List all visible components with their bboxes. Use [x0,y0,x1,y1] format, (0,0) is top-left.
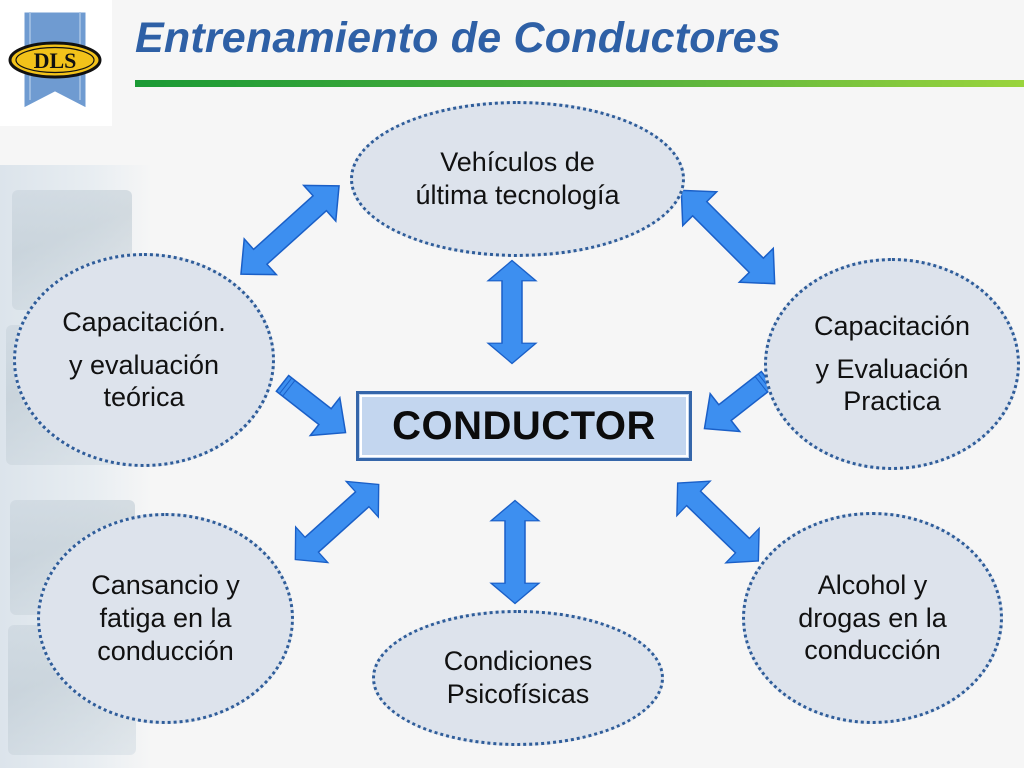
node-right-lower-line-1: Alcohol y [817,569,928,600]
node-right-lower: Alcohol y drogas en la conducción [742,512,1003,724]
arrow-bottom-left [278,465,396,579]
page-title: Entrenamiento de Conductores [135,14,781,62]
node-right-upper-line-1: Capacitación [813,310,971,341]
arrow-top-vertical [487,259,537,365]
node-bottom-line-1: Condiciones [443,646,593,677]
node-top-line-2: última tecnología [415,180,620,210]
node-bottom: Condiciones Psicofísicas [372,610,664,746]
arrow-top-left [224,167,356,293]
node-right-lower-line-3: conducción [804,635,941,666]
logo-text: DLS [34,48,77,73]
node-top-line-1: Vehículos de [440,147,595,178]
node-left-upper: Capacitación. y evaluación teórica [13,253,275,467]
logo-area: DLS [0,0,112,126]
arrow-top-right [663,172,793,302]
arrow-bottom-right [660,465,776,579]
dls-logo-icon: DLS [8,11,102,109]
arrow-left-single [266,363,362,453]
node-bottom-line-2: Psicofísicas [446,679,590,709]
node-right-lower-line-2: drogas en la [798,602,947,633]
node-left-upper-line-3: teórica [103,382,185,413]
node-top: Vehículos de última tecnología [350,101,685,257]
node-right-upper: Capacitación y Evaluación Practica [764,258,1020,470]
arrow-bottom-vertical [490,499,540,605]
center-conductor-box: CONDUCTOR [356,391,692,461]
node-left-lower-line-2: fatiga en la [99,603,232,634]
node-left-lower-line-3: conducción [97,635,234,666]
node-left-upper-line-1: Capacitación. [62,306,226,337]
node-left-lower-line-1: Cansancio y [91,570,240,601]
node-right-upper-line-2: y Evaluación [815,353,969,384]
node-right-upper-line-3: Practica [843,386,941,417]
node-left-upper-line-2: y evaluación [68,349,220,380]
node-left-lower: Cansancio y fatiga en la conducción [37,513,294,724]
title-underline [135,80,1024,87]
